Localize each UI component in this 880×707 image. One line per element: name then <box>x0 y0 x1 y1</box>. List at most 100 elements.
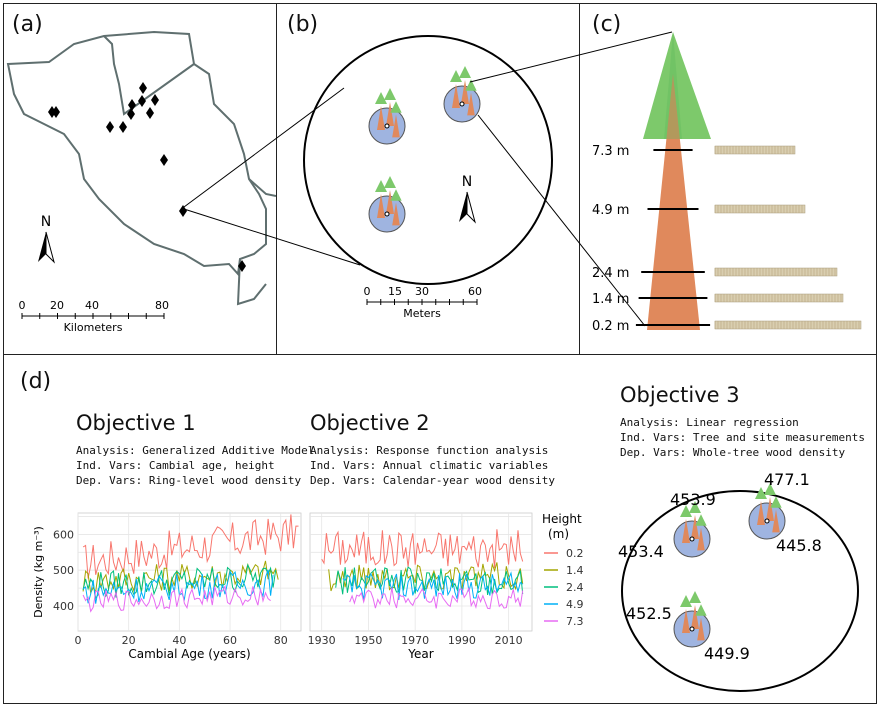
site-marker <box>52 106 60 118</box>
site-marker <box>151 94 159 106</box>
objective-2-dep: Dep. Vars: Calendar-year wood density <box>310 474 556 487</box>
tree-stem <box>467 92 475 116</box>
panel-d: (d) Objective 1 Analysis: Generalized Ad… <box>3 354 877 704</box>
county-boundary-inner <box>103 35 195 116</box>
x-tick-label: 40 <box>172 634 186 647</box>
legend-label: 7.3 <box>566 615 584 628</box>
tree-stem <box>647 74 700 330</box>
tree-crown <box>375 180 387 192</box>
tree-crown <box>680 595 692 607</box>
tree-stem <box>697 527 705 551</box>
tree-stem <box>691 605 699 629</box>
scale-tick-label: 60 <box>468 285 482 298</box>
wood-core-sample <box>714 293 844 303</box>
objective-1-title: Objective 1 <box>76 411 196 435</box>
panel-label-b: (b) <box>287 12 319 37</box>
x-tick-label: 1950 <box>354 634 382 647</box>
objective-3-dep: Dep. Vars: Whole-tree wood density <box>620 446 846 459</box>
tree-crown <box>695 604 707 616</box>
north-arrow-icon <box>459 192 467 222</box>
scale-tick-label: 40 <box>85 299 99 312</box>
tree-stem <box>697 617 705 641</box>
tree-stem <box>772 509 780 533</box>
tree-crown <box>390 101 402 113</box>
series-line-0.2 <box>321 529 524 569</box>
plot-center <box>459 101 465 107</box>
series-line-1.4 <box>82 560 279 595</box>
x-tick-label: 2010 <box>495 634 523 647</box>
x-axis-label: Year <box>407 647 433 661</box>
site-marker <box>127 108 135 120</box>
height-label: 2.4 m <box>592 266 629 281</box>
series-line-2.4 <box>335 566 524 595</box>
tree-stem <box>377 106 385 130</box>
x-tick-label: 1970 <box>401 634 429 647</box>
tree-crown <box>680 505 692 517</box>
series-line-7.3 <box>82 584 271 613</box>
tree-stem <box>392 202 400 226</box>
site-marker <box>106 121 114 133</box>
legend-label: 4.9 <box>566 598 584 611</box>
tree-crown <box>390 189 402 201</box>
density-value-label: 453.9 <box>670 490 716 509</box>
legend-label: 0.2 <box>566 547 584 560</box>
y-tick-label: 500 <box>53 564 74 577</box>
scale-tick-label: 20 <box>50 299 64 312</box>
tree-crown <box>695 514 707 526</box>
tree-stem <box>682 519 690 543</box>
tree-crown <box>384 88 396 100</box>
site-marker <box>119 121 127 133</box>
y-tick-label: 600 <box>53 528 74 541</box>
height-label: 0.2 m <box>592 319 629 334</box>
series-line-4.9 <box>82 569 274 604</box>
objective-1-ind: Ind. Vars: Cambial age, height <box>76 459 275 472</box>
plot-center <box>689 536 695 542</box>
plot-center <box>384 123 390 129</box>
height-label: 7.3 m <box>592 144 629 159</box>
plot-center <box>689 626 695 632</box>
x-tick-label: 1990 <box>448 634 476 647</box>
plot-circle <box>303 35 553 285</box>
site-marker <box>146 107 154 119</box>
tree-crown <box>643 32 711 139</box>
north-arrow-icon <box>38 232 46 262</box>
tree-crown <box>689 501 701 513</box>
site-marker <box>160 154 168 166</box>
objective-3-ind: Ind. Vars: Tree and site measurements <box>620 431 866 444</box>
tree-crown <box>764 483 776 495</box>
objective-3-title: Objective 3 <box>620 383 740 407</box>
scale-tick-label: 80 <box>155 299 169 312</box>
tree-crown <box>375 92 387 104</box>
north-label-b: N <box>462 174 472 190</box>
y-tick-label: 400 <box>53 600 74 613</box>
series-line-0.2 <box>82 514 299 579</box>
tree-stem <box>766 497 774 521</box>
objective-1-analysis: Analysis: Generalized Additive Model <box>76 444 315 457</box>
series-line-4.9 <box>342 571 523 601</box>
tree-stem <box>691 515 699 539</box>
chart-legend: Height(m)0.21.42.44.97.3 <box>542 512 584 628</box>
wood-core-sample <box>714 320 862 330</box>
site-marker <box>128 99 136 111</box>
x-tick-label: 80 <box>274 634 288 647</box>
objective-1-dep: Dep. Vars: Ring-level wood density <box>76 474 302 487</box>
scale-tick-label: 0 <box>364 285 371 298</box>
legend-title: Height <box>542 512 582 526</box>
county-boundary-east <box>236 178 276 306</box>
tree-stem <box>392 114 400 138</box>
legend-label: 2.4 <box>566 581 584 594</box>
legend-title-unit: (m) <box>548 527 569 541</box>
tree-stem <box>386 102 394 126</box>
tree-stem <box>461 80 469 104</box>
tree-crown <box>770 496 782 508</box>
site-marker <box>139 82 147 94</box>
density-value-label: 453.4 <box>618 542 664 561</box>
scale-tick-label: 15 <box>388 285 402 298</box>
density-value-label: 449.9 <box>704 644 750 663</box>
